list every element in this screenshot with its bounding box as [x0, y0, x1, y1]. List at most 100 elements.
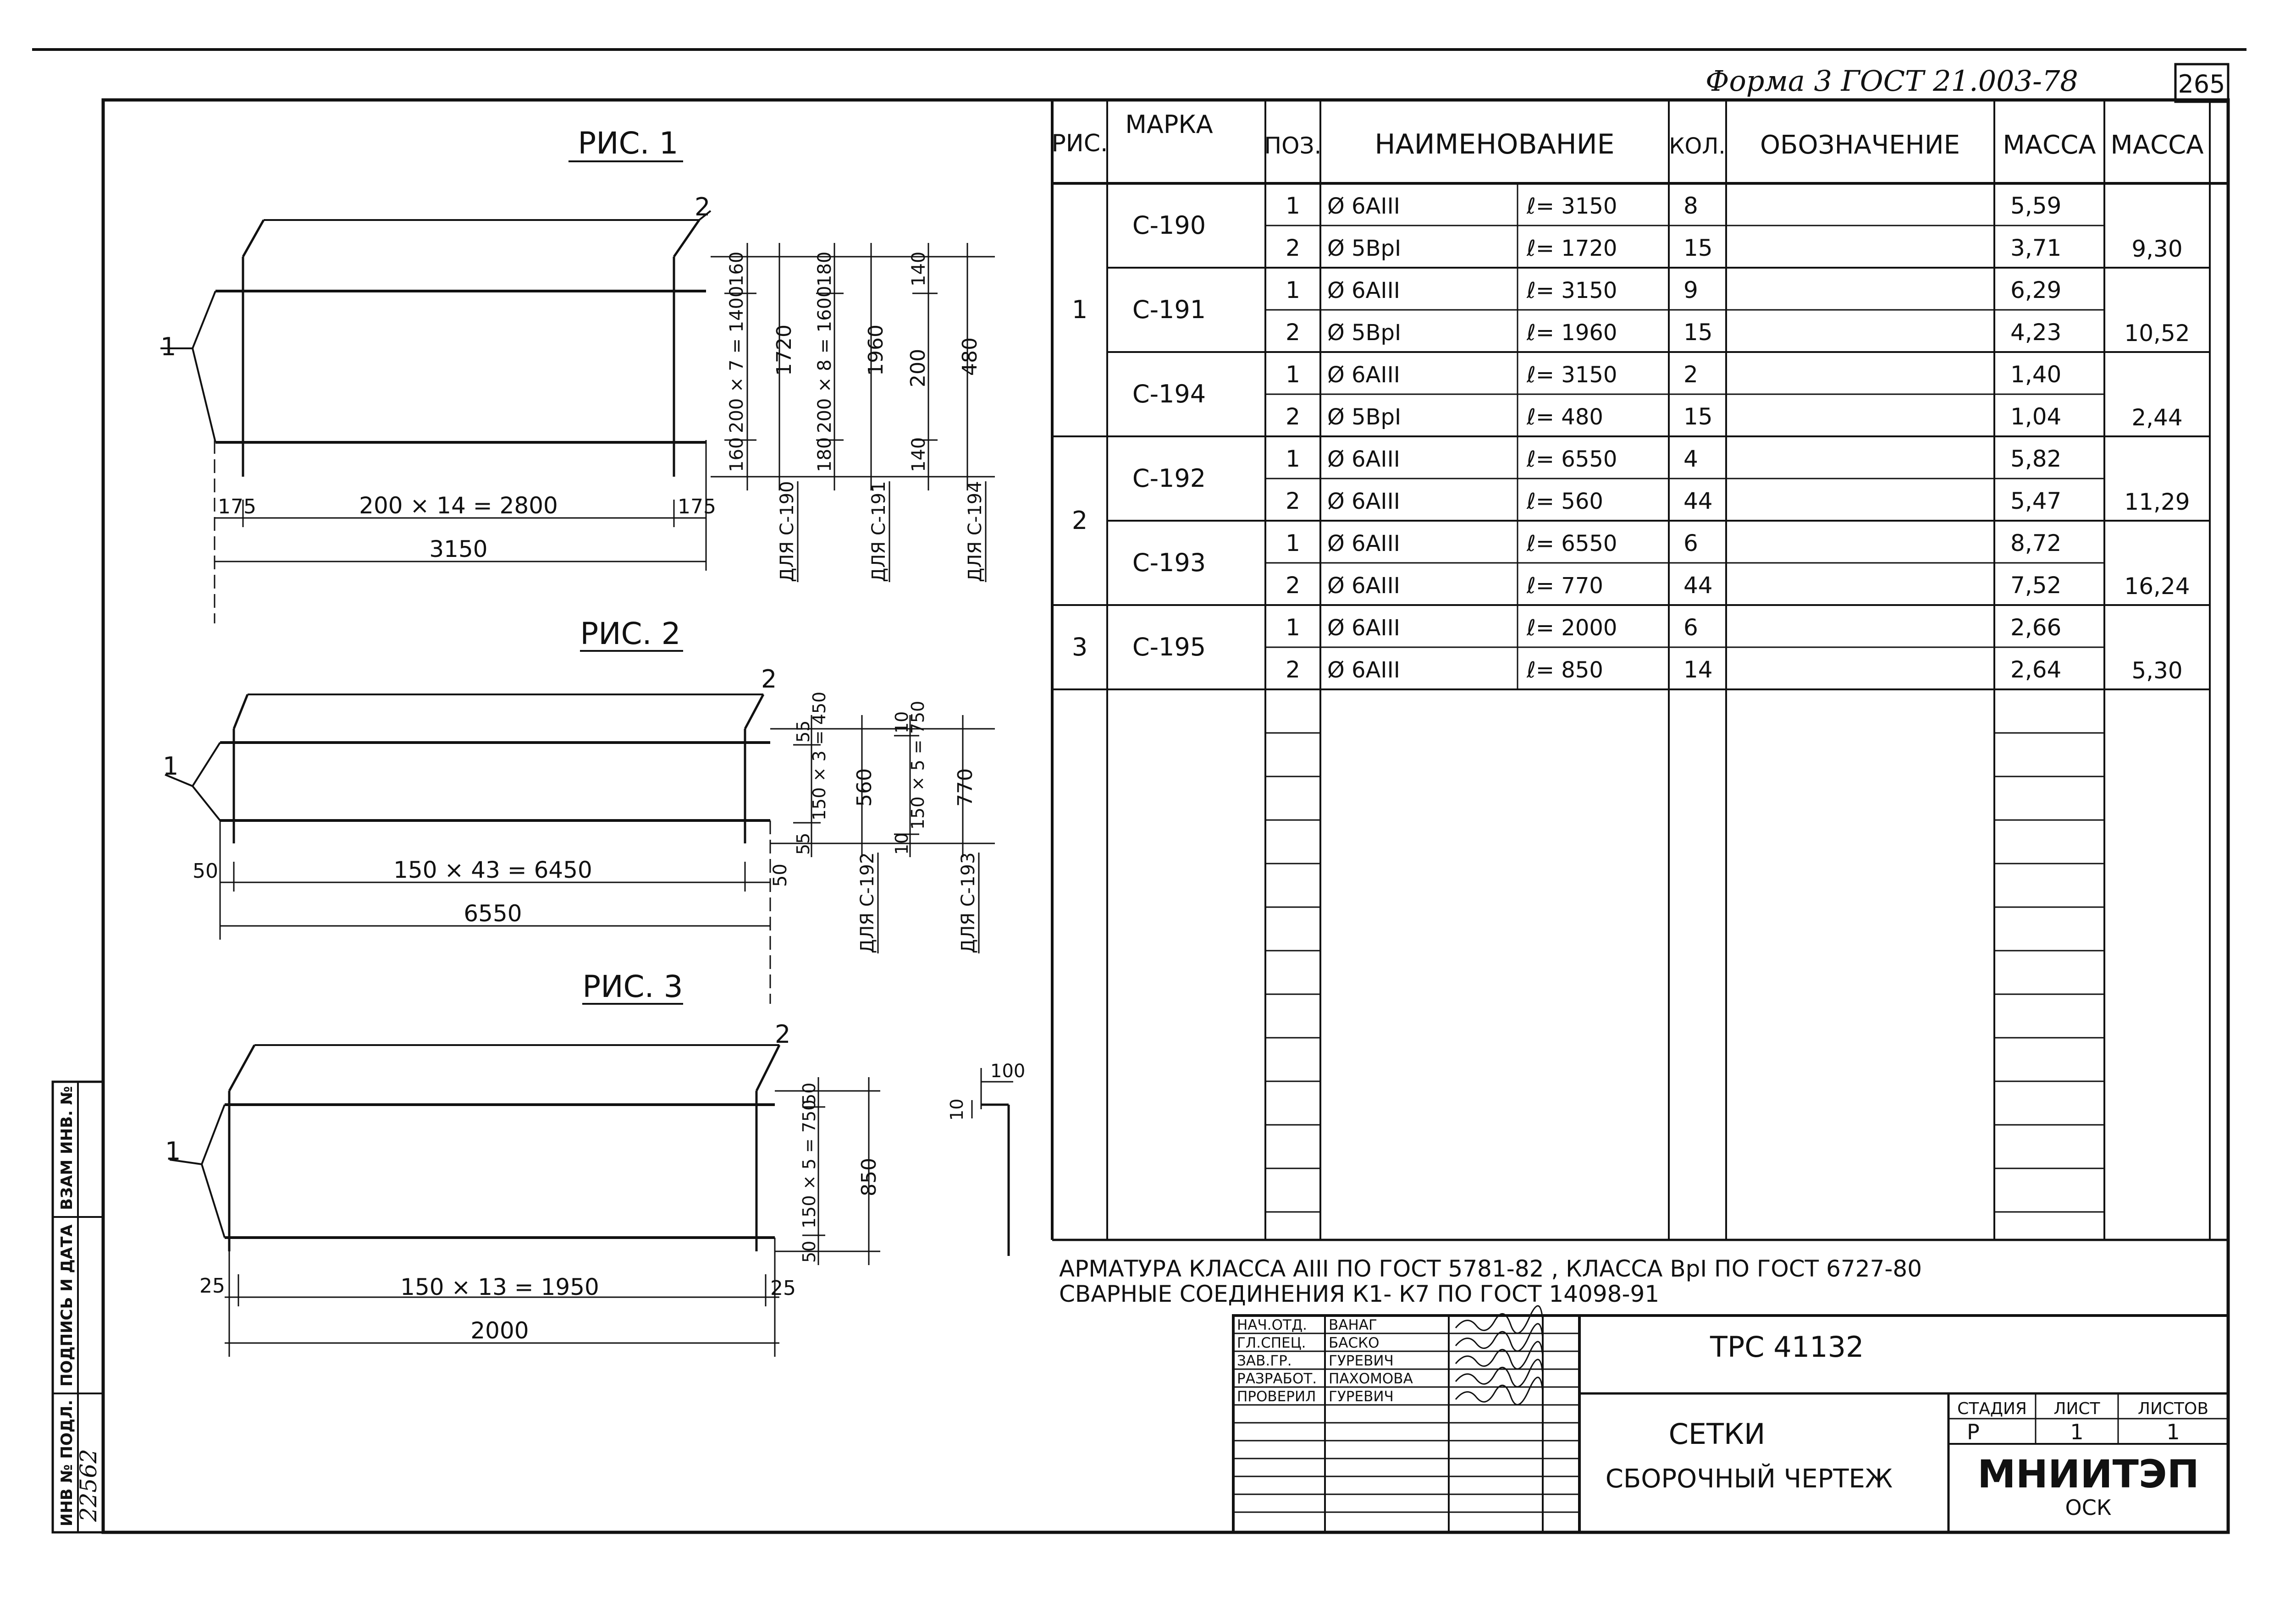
drawing-title-1: СЕТКИ	[1669, 1417, 1766, 1451]
cell-name: Ø 6АIII	[1327, 489, 1400, 514]
figure-1-pos1: 1	[160, 332, 176, 361]
cell-mass: 2,64	[2010, 656, 2061, 683]
signature-role: ЗАВ.ГР.	[1237, 1353, 1292, 1369]
sheets-label: ЛИСТОВ	[2138, 1399, 2208, 1418]
figure-2-title: РИС. 2	[580, 616, 680, 651]
cell-pos: 2	[1286, 403, 1300, 430]
cell-mass: 4,23	[2010, 319, 2061, 346]
stage-label: СТАДИЯ	[1957, 1399, 2027, 1418]
vdim-c191-caption: ДЛЯ С-191	[868, 481, 889, 582]
vdim-c194-bot: 140	[908, 437, 929, 472]
cell-mark: С-190	[1132, 211, 1206, 240]
signature-role: ПРОВЕРИЛ	[1237, 1388, 1316, 1405]
cell-length: ℓ= 1960	[1526, 320, 1617, 346]
vdim-c190-top: 160	[726, 252, 747, 286]
handwritten-signature	[1455, 1305, 1544, 1334]
vdim-c194-mid: 200	[906, 349, 930, 387]
col-header-qty: КОЛ.	[1669, 133, 1725, 159]
figure-3-offset-left: 25	[199, 1274, 225, 1298]
vdim-c191-total: 1960	[864, 325, 888, 376]
figure-3-dim-total: 2000	[470, 1317, 529, 1344]
figure-2: РИС. 2 1 2 50 150 × 43 = 6450 50 6550 55	[163, 616, 995, 1004]
note-welds: СВАРНЫЕ СОЕДИНЕНИЯ К1- К7 ПО ГОСТ 14098-…	[1059, 1281, 1659, 1307]
cell-length: ℓ= 3150	[1526, 362, 1617, 388]
note-reinforcement: АРМАТУРА КЛАССА АIII ПО ГОСТ 5781-82 , К…	[1059, 1255, 1922, 1282]
stage-value: Р	[1967, 1420, 1980, 1444]
vdim-fig3-bot: 50	[799, 1241, 819, 1263]
vdim-fig3-mid: 150 × 5 = 750	[799, 1100, 819, 1228]
vdim-c192-total: 560	[853, 768, 876, 807]
cell-qty: 6	[1683, 614, 1698, 641]
cell-pos: 1	[1286, 530, 1300, 556]
cell-qty: 44	[1683, 572, 1713, 599]
cell-qty: 44	[1683, 488, 1713, 514]
figure-2-dim-total: 6550	[464, 900, 522, 927]
handwritten-signature	[1455, 1359, 1544, 1387]
vdim-c192-bot: 55	[793, 833, 813, 855]
cell-name: Ø 5ВрI	[1327, 320, 1401, 346]
cell-mass: 2,66	[2010, 614, 2061, 641]
vdim-c190-caption: ДЛЯ С-190	[777, 481, 798, 582]
cell-name: Ø 6АIII	[1327, 573, 1400, 599]
cell-qty: 15	[1683, 403, 1713, 430]
signature-name: ВАНАГ	[1329, 1317, 1377, 1333]
cell-mass: 1,04	[2010, 403, 2061, 430]
cell-mass-total: 2,44	[2131, 404, 2182, 431]
cell-length: ℓ= 1720	[1526, 236, 1617, 261]
handwritten-signature	[1455, 1323, 1544, 1352]
side-stamp-inv-number: 22562	[75, 1449, 102, 1522]
cell-length: ℓ= 480	[1526, 404, 1603, 430]
cell-mark: С-193	[1132, 548, 1206, 577]
cell-length: ℓ= 850	[1526, 657, 1603, 683]
cell-qty: 9	[1683, 277, 1698, 303]
figure-1-vdim-c191: 180 200 × 8 = 1600 180 1960 ДЛЯ С-191	[814, 243, 890, 582]
cell-mark: С-191	[1132, 295, 1206, 324]
handwritten-signature	[1455, 1341, 1544, 1370]
col-header-pos: ПОЗ.	[1264, 132, 1322, 159]
cell-pos: 2	[1286, 235, 1300, 261]
figure-2-dim-inner: 150 × 43 = 6450	[393, 857, 592, 883]
cell-pos: 2	[1286, 656, 1300, 683]
side-stamp: ВЗАМ ИНВ. № ПОДПИСЬ И ДАТА ИНВ № ПОДЛ. 2…	[51, 1080, 105, 1534]
cell-length: ℓ= 3150	[1526, 278, 1617, 303]
specification-table: РИС. МАРКА ПОЗ. НАИМЕНОВАНИЕ КОЛ. ОБОЗНА…	[1051, 100, 2228, 1241]
cell-pos: 1	[1286, 277, 1300, 303]
figure-3-vdim: 50 150 × 5 = 750 50 850	[799, 1077, 881, 1265]
vdim-c194-top: 140	[908, 252, 929, 286]
cell-fig: 3	[1072, 633, 1087, 661]
vdim-c192-caption: ДЛЯ С-192	[857, 852, 878, 953]
vdim-c193-mid: 150 × 5 = 750	[908, 701, 928, 830]
vdim-c192-mid: 150 × 3 = 450	[809, 692, 829, 820]
vdim-c193-bot: 10	[892, 833, 912, 855]
cell-pos: 2	[1286, 488, 1300, 514]
side-stamp-sign-date: ПОДПИСЬ И ДАТА	[58, 1224, 76, 1387]
cell-mass-total: 10,52	[2124, 320, 2190, 347]
cell-qty: 15	[1683, 319, 1713, 346]
vdim-c193-total: 770	[954, 768, 977, 807]
cell-pos: 2	[1286, 319, 1300, 346]
doc-code: ТРС 41132	[1710, 1330, 1864, 1364]
cell-mass: 7,52	[2010, 572, 2061, 599]
figure-2-pos1: 1	[163, 752, 178, 781]
cell-length: ℓ= 3150	[1526, 193, 1617, 219]
figure-1-title: РИС. 1	[578, 126, 678, 161]
cell-mass-total: 16,24	[2124, 573, 2190, 600]
cell-mass: 5,47	[2010, 488, 2061, 514]
cell-name: Ø 5ВрI	[1327, 404, 1401, 430]
cell-pos: 2	[1286, 572, 1300, 599]
signature-name: ГУРЕВИЧ	[1329, 1388, 1394, 1405]
cell-pos: 1	[1286, 361, 1300, 388]
figure-1-pos2: 2	[695, 193, 710, 221]
figure-3-dim-inner: 150 × 13 = 1950	[400, 1274, 599, 1300]
figure-2-offset-left: 50	[193, 859, 218, 883]
col-header-name: НАИМЕНОВАНИЕ	[1374, 128, 1614, 160]
col-header-mass-total: МАССА	[2110, 130, 2203, 160]
sheets-value: 1	[2166, 1420, 2180, 1444]
figure-2-vdim-c192: 55 150 × 3 = 450 55 560 ДЛЯ С-192	[793, 692, 879, 953]
vdim-c191-mid: 200 × 8 = 1600	[814, 286, 835, 433]
figure-1-offset-right: 175	[678, 495, 716, 518]
side-stamp-inv-orig: ИНВ № ПОДЛ.	[58, 1400, 76, 1526]
title-block: НАЧ.ОТД.ВАНАГГЛ.СПЕЦ.БАСКОЗАВ.ГР.ГУРЕВИЧ…	[1232, 1305, 2230, 1534]
signature-name: ПАХОМОВА	[1329, 1371, 1413, 1387]
